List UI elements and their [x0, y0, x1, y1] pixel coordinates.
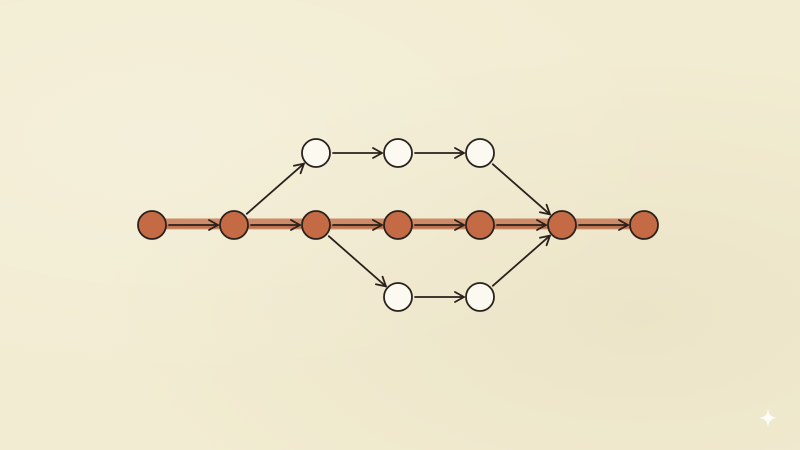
node-u2	[383, 138, 413, 168]
edge-layer	[168, 147, 629, 303]
critical-node-m2	[219, 210, 249, 240]
critical-node-m5	[465, 210, 495, 240]
node-u1	[301, 138, 331, 168]
edge-l2-m6	[491, 234, 551, 287]
sparkle-icon	[759, 409, 777, 427]
node-l1	[383, 282, 413, 312]
node-l2	[465, 282, 495, 312]
edge-m2-u1	[245, 162, 305, 215]
critical-node-m6	[547, 210, 577, 240]
node-u3	[465, 138, 495, 168]
edge-u3-m6	[491, 163, 551, 216]
edge-m3-l1	[327, 235, 387, 288]
critical-node-m1	[137, 210, 167, 240]
node-layer	[137, 138, 659, 312]
critical-node-m3	[301, 210, 331, 240]
critical-node-m4	[383, 210, 413, 240]
critical-node-m7	[629, 210, 659, 240]
